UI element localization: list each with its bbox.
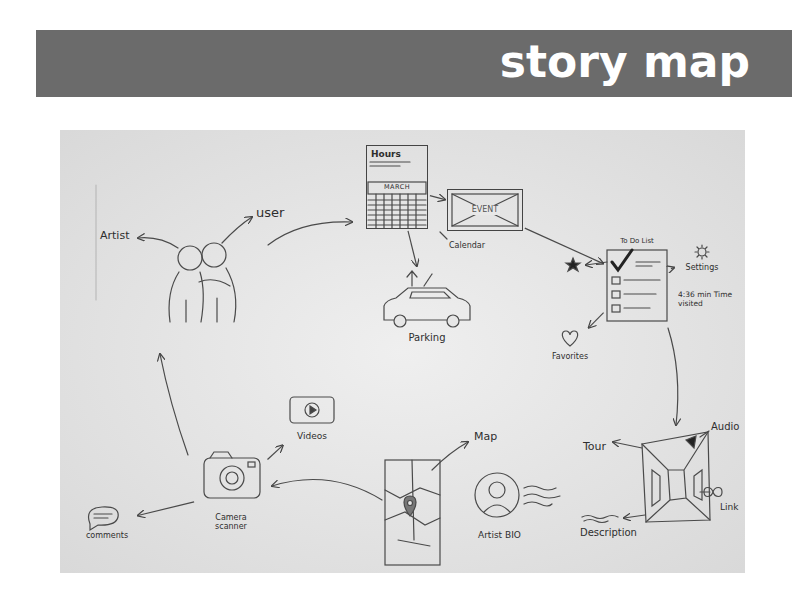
flow-arrow: [138, 502, 194, 516]
title-band: [36, 30, 792, 97]
callout-label: 4:36 min Time visited: [678, 290, 734, 308]
callout-label: Tour: [583, 440, 606, 453]
parking-icon: Parking: [380, 268, 474, 346]
event-box: EVENT: [447, 189, 523, 231]
node-text: Settings: [686, 263, 719, 273]
node-text: Favorites: [552, 352, 588, 362]
callout-label: Artist: [100, 229, 129, 242]
sketches: [89, 162, 723, 565]
paper-sheet: [60, 130, 745, 573]
comments-icon: comments: [78, 503, 136, 543]
node-text: Artist BIO: [470, 530, 521, 541]
node-text: MARCH: [384, 184, 410, 192]
flow-arrow: [671, 268, 674, 269]
flow-arrow: [268, 445, 283, 459]
callout-label: Calendar: [449, 241, 485, 251]
flow-arrow: [525, 228, 603, 264]
artist-bio: Artist BIO: [468, 466, 566, 543]
node-text: Camera scanner: [208, 513, 254, 532]
callout-label: Audio: [711, 421, 739, 433]
flow-arrow: [408, 231, 417, 266]
node-text: Hours: [371, 149, 401, 160]
node-text: comments: [86, 531, 128, 541]
camera-scanner: Camera scanner: [196, 452, 266, 534]
node-text: To Do List: [620, 237, 654, 245]
callout-label: Link: [720, 502, 738, 513]
flow-arrow: [589, 313, 604, 328]
calendar-screen: HoursMARCH: [366, 145, 428, 229]
node-text: EVENT: [470, 205, 500, 215]
settings-icon: Settings: [676, 243, 728, 275]
flow-arrow: [430, 196, 445, 200]
page-title: story map: [500, 34, 750, 90]
videos-icon: Videos: [283, 393, 341, 444]
callout-label: user: [256, 205, 284, 221]
node-text: Videos: [297, 431, 327, 442]
node-text: Parking: [408, 332, 445, 344]
todo-list: To Do List: [605, 236, 669, 322]
callout-label: Description: [580, 527, 637, 539]
favorites-icon: Favorites: [540, 329, 600, 364]
callout-label: Map: [474, 430, 497, 443]
